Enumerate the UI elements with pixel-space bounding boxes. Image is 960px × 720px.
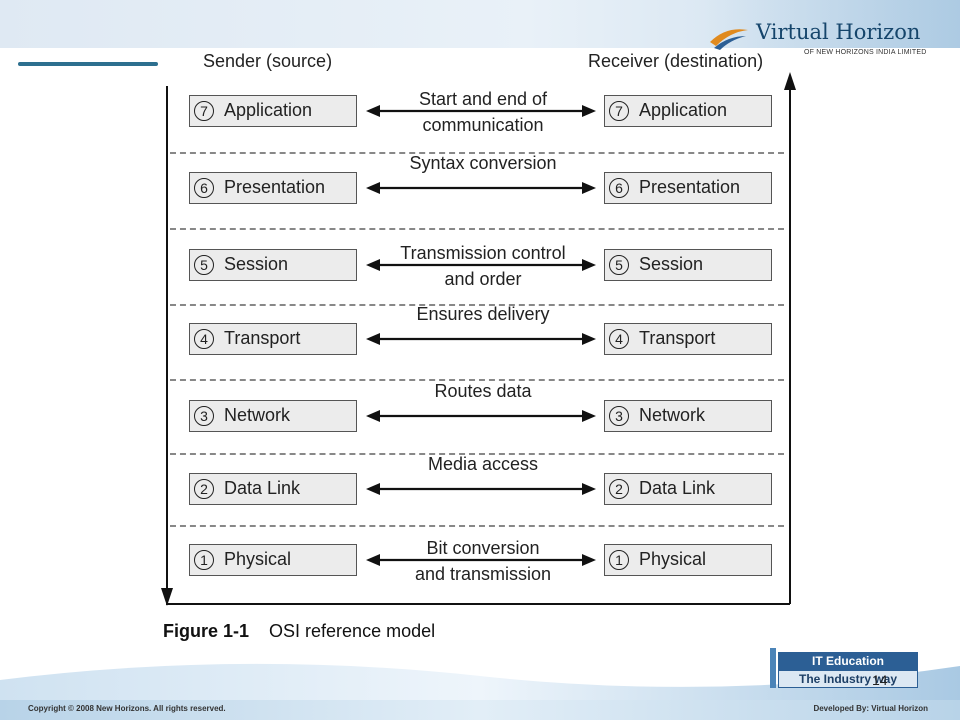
footer-bar bbox=[0, 700, 960, 720]
layer-name: Application bbox=[224, 100, 313, 120]
layer-function-label: Ensures delivery bbox=[366, 301, 600, 327]
function-label-line: communication bbox=[422, 115, 544, 135]
layer-divider bbox=[170, 525, 784, 527]
sender-label: Sender (source) bbox=[203, 51, 333, 71]
layer-name: Network bbox=[224, 405, 291, 425]
receiver-layer-6: 6 Presentation bbox=[604, 172, 772, 204]
sender-layer-1: 1 Physical bbox=[189, 544, 357, 576]
layer-name: Physical bbox=[224, 549, 292, 569]
badge-line1: IT Education bbox=[778, 652, 918, 670]
layer-function-label: Media access bbox=[366, 451, 600, 477]
header-band bbox=[0, 0, 960, 48]
sender-layer-2: 2 Data Link bbox=[189, 473, 357, 505]
layer-function-label: Bit conversion and transmission bbox=[366, 535, 600, 587]
sender-layer-6: 6 Presentation bbox=[189, 172, 357, 204]
sender-down-arrow-icon bbox=[161, 86, 173, 606]
it-education-badge: IT Education The Industry way bbox=[770, 648, 922, 692]
layer-number-badge: 2 bbox=[194, 479, 214, 499]
layer-name: Transport bbox=[224, 328, 301, 348]
layer-number-badge: 6 bbox=[194, 178, 214, 198]
figure-title: OSI reference model bbox=[269, 621, 436, 641]
double-arrow-icon bbox=[366, 105, 596, 117]
layer-number-badge: 6 bbox=[609, 178, 629, 198]
layer-number-badge: 3 bbox=[194, 406, 214, 426]
virtual-horizon-logo: Virtual Horizon OF NEW HORIZONS INDIA LI… bbox=[708, 18, 938, 62]
layer-name: Application bbox=[639, 100, 728, 120]
layer-function-label: Syntax conversion bbox=[366, 150, 600, 176]
logo-subtitle: OF NEW HORIZONS INDIA LIMITED bbox=[804, 49, 927, 56]
layer-number-badge: 4 bbox=[609, 329, 629, 349]
layer-name: Network bbox=[639, 405, 706, 425]
function-label-line: Routes data bbox=[434, 381, 532, 401]
receiver-layer-1: 1 Physical bbox=[604, 544, 772, 576]
layer-divider bbox=[170, 228, 784, 230]
layer-number-badge: 1 bbox=[194, 550, 214, 570]
slide-number: 14 bbox=[872, 672, 888, 688]
double-arrow-icon bbox=[366, 410, 596, 422]
function-label-line: and transmission bbox=[414, 564, 552, 584]
receiver-up-arrow-icon bbox=[784, 72, 796, 604]
badge-line2: The Industry way bbox=[778, 670, 918, 688]
layer-divider bbox=[170, 304, 784, 306]
developed-by-text: Developed By: Virtual Horizon bbox=[813, 704, 928, 713]
logo-swoosh-icon bbox=[710, 29, 748, 50]
receiver-layer-2: 2 Data Link bbox=[604, 473, 772, 505]
layer-name: Data Link bbox=[224, 478, 301, 498]
layer-function-label: Transmission control and order bbox=[366, 240, 600, 292]
logo-title: Virtual Horizon bbox=[756, 20, 921, 44]
layer-number-badge: 1 bbox=[609, 550, 629, 570]
function-label-line: and order bbox=[444, 269, 522, 289]
receiver-layer-3: 3 Network bbox=[604, 400, 772, 432]
badge-tab bbox=[770, 648, 776, 688]
layer-name: Presentation bbox=[224, 177, 326, 197]
layer-number-badge: 4 bbox=[194, 329, 214, 349]
layer-number-badge: 5 bbox=[194, 255, 214, 275]
layer-function-label: Start and end of communication bbox=[366, 86, 600, 138]
double-arrow-icon bbox=[366, 182, 596, 194]
double-arrow-icon bbox=[366, 333, 596, 345]
function-label-line: Media access bbox=[427, 454, 539, 474]
layer-divider bbox=[170, 152, 784, 154]
layer-number-badge: 7 bbox=[609, 101, 629, 121]
bottom-connector-line bbox=[166, 603, 790, 605]
receiver-layer-7: 7 Application bbox=[604, 95, 772, 127]
double-arrow-icon bbox=[366, 554, 596, 566]
double-arrow-icon bbox=[366, 483, 596, 495]
figure-number: Figure 1-1 bbox=[163, 621, 250, 641]
figure-caption: Figure 1-1 OSI reference model bbox=[163, 621, 435, 642]
receiver-label: Receiver (destination) bbox=[588, 51, 764, 71]
function-label-line: Syntax conversion bbox=[409, 153, 557, 173]
layer-name: Physical bbox=[639, 549, 707, 569]
receiver-layer-5: 5 Session bbox=[604, 249, 772, 281]
layer-number-badge: 2 bbox=[609, 479, 629, 499]
layer-name: Session bbox=[639, 254, 704, 274]
function-label-line: Start and end of bbox=[418, 89, 548, 109]
layer-name: Transport bbox=[639, 328, 716, 348]
layer-number-badge: 3 bbox=[609, 406, 629, 426]
layer-number-badge: 5 bbox=[609, 255, 629, 275]
layer-number-badge: 7 bbox=[194, 101, 214, 121]
sender-layer-7: 7 Application bbox=[189, 95, 357, 127]
sender-layer-5: 5 Session bbox=[189, 249, 357, 281]
copyright-text: Copyright © 2008 New Horizons. All right… bbox=[28, 704, 226, 713]
function-label-line: Transmission control bbox=[400, 243, 566, 263]
double-arrow-icon bbox=[366, 259, 596, 271]
layer-name: Data Link bbox=[639, 478, 716, 498]
accent-line bbox=[18, 62, 158, 66]
function-label-line: Ensures delivery bbox=[416, 304, 550, 324]
layer-name: Presentation bbox=[639, 177, 741, 197]
layer-divider bbox=[170, 453, 784, 455]
layer-name: Session bbox=[224, 254, 289, 274]
layer-function-label: Routes data bbox=[366, 378, 600, 404]
layer-divider bbox=[170, 379, 784, 381]
function-label-line: Bit conversion bbox=[426, 538, 540, 558]
receiver-layer-4: 4 Transport bbox=[604, 323, 772, 355]
sender-layer-4: 4 Transport bbox=[189, 323, 357, 355]
sender-layer-3: 3 Network bbox=[189, 400, 357, 432]
